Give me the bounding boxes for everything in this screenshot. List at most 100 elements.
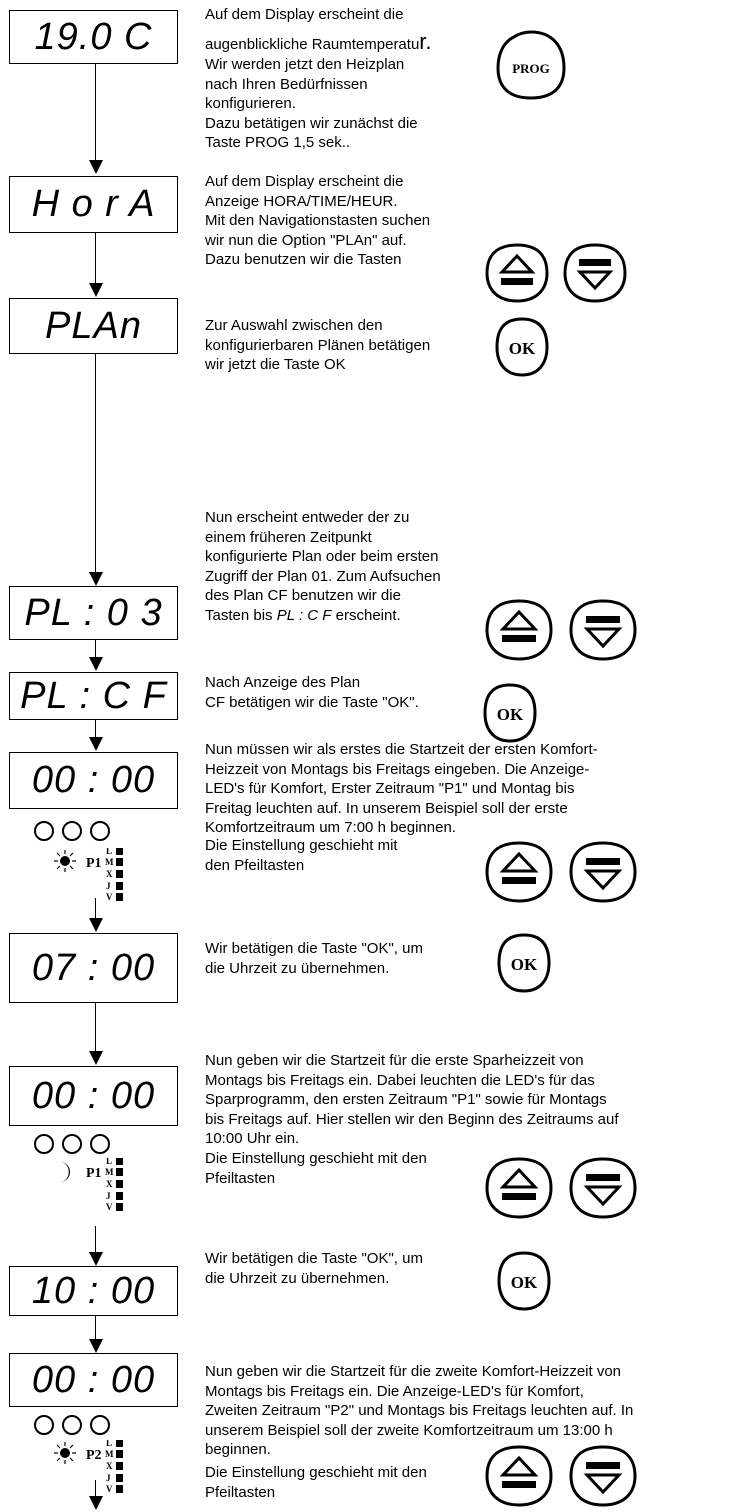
period-label: P1 xyxy=(86,1166,102,1181)
svg-text:X: X xyxy=(106,1179,113,1189)
svg-text:OK: OK xyxy=(511,955,538,974)
flow-arrow xyxy=(89,657,103,671)
flow-arrow xyxy=(89,1252,103,1266)
comfort-p1-indicator: P1 L M X J V xyxy=(54,848,123,902)
arrow-up-button[interactable] xyxy=(484,840,554,904)
svg-text:J: J xyxy=(106,881,111,891)
display-hora: H o r A xyxy=(9,176,178,233)
flow-line xyxy=(95,898,96,920)
flow-line xyxy=(95,720,96,737)
led-indicator xyxy=(34,1415,54,1435)
flow-arrow xyxy=(89,160,103,174)
flow-arrow xyxy=(89,283,103,297)
svg-text:J: J xyxy=(106,1191,111,1201)
svg-text:X: X xyxy=(106,1461,113,1471)
led-indicator xyxy=(90,1415,110,1435)
flow-line xyxy=(95,64,96,160)
led-indicator xyxy=(34,1134,54,1154)
svg-text:L: L xyxy=(106,1440,112,1448)
arrow-up-button[interactable] xyxy=(484,1444,554,1508)
arrow-up-button[interactable] xyxy=(484,242,550,304)
display-plan: PLAn xyxy=(9,298,178,354)
svg-text:V: V xyxy=(106,892,113,902)
flow-arrow xyxy=(89,918,103,932)
chevron-up-icon xyxy=(499,851,539,873)
ok-button[interactable]: OK xyxy=(482,682,538,744)
chevron-down-icon xyxy=(583,1473,623,1495)
flow-arrow xyxy=(89,1339,103,1353)
led-row xyxy=(34,1134,110,1154)
flow-line xyxy=(95,640,96,657)
arrow-down-button[interactable] xyxy=(568,1444,638,1508)
led-indicator xyxy=(62,821,82,841)
svg-text:V: V xyxy=(106,1484,113,1494)
flow-line xyxy=(95,233,96,283)
arrow-down-button[interactable] xyxy=(562,242,628,304)
display-plan-03: PL : 0 3 xyxy=(9,586,178,640)
led-row xyxy=(34,821,110,841)
display-time-0000-c: 00 : 00 xyxy=(9,1353,178,1407)
flow-arrow xyxy=(89,572,103,586)
arrow-up-button[interactable] xyxy=(484,598,554,662)
comfort-p2-indicator: P2 L M X J V xyxy=(54,1440,123,1494)
svg-text:OK: OK xyxy=(497,705,524,724)
arrow-down-button[interactable] xyxy=(568,840,638,904)
ok-button[interactable]: OK xyxy=(496,932,552,994)
svg-text:PROG: PROG xyxy=(512,61,550,76)
svg-text:OK: OK xyxy=(511,1273,538,1292)
step-text-9: Wir betätigen die Taste "OK", um die Uhr… xyxy=(205,1250,423,1287)
chevron-up-icon xyxy=(498,253,536,274)
chevron-up-icon xyxy=(499,1455,539,1477)
chevron-up-icon xyxy=(499,609,539,631)
step-text-1b: augenblickliche Raumtemperatur. xyxy=(205,29,432,54)
step-text-6: Nun müssen wir als erstes die Startzeit … xyxy=(205,741,598,836)
step-text-10b: Die Einstellung geschieht mit den Pfeilt… xyxy=(205,1464,427,1501)
svg-text:OK: OK xyxy=(509,339,536,358)
svg-text:L: L xyxy=(106,1158,112,1166)
prog-button[interactable]: PROG xyxy=(494,28,568,102)
chevron-down-icon xyxy=(583,1185,623,1207)
step-text-8b: Die Einstellung geschieht mit den Pfeilt… xyxy=(205,1150,427,1187)
step-text-1a: Auf dem Display erscheint die xyxy=(205,6,404,23)
flow-line xyxy=(95,1306,96,1339)
sun-icon xyxy=(54,1442,76,1464)
flow-line xyxy=(95,354,96,572)
moon-icon xyxy=(60,1162,70,1182)
display-plan-cf: PL : C F xyxy=(9,672,178,720)
arrow-down-button[interactable] xyxy=(568,1156,638,1220)
chevron-down-icon xyxy=(583,627,623,649)
led-indicator xyxy=(62,1134,82,1154)
eco-p1-indicator: P1 L M X J V xyxy=(60,1158,123,1212)
display-temperature: 19.0 C xyxy=(9,10,178,64)
step-text-8: Nun geben wir die Startzeit für die erst… xyxy=(205,1052,619,1147)
chevron-down-icon xyxy=(583,869,623,891)
display-time-0700: 07 : 00 xyxy=(9,933,178,1003)
step-text-5: Nach Anzeige des Plan CF betätigen wir d… xyxy=(205,674,419,711)
display-time-0000-b: 00 : 00 xyxy=(9,1066,178,1126)
step-text-1c: Wir werden jetzt den Heizplan nach Ihren… xyxy=(205,56,418,151)
svg-text:M: M xyxy=(105,1449,114,1459)
step-text-2: Auf dem Display erscheint die Anzeige HO… xyxy=(205,173,431,268)
display-time-1000: 10 : 00 xyxy=(9,1266,178,1316)
led-indicator xyxy=(34,821,54,841)
step-text-6b: Die Einstellung geschieht mit den Pfeilt… xyxy=(205,837,398,874)
svg-text:M: M xyxy=(105,857,114,867)
step-text-7: Wir betätigen die Taste "OK", um die Uhr… xyxy=(205,940,423,977)
step-text-3: Zur Auswahl zwischen den konfigurierbare… xyxy=(205,317,431,373)
svg-text:L: L xyxy=(106,848,112,856)
chevron-up-icon xyxy=(499,1167,539,1189)
led-indicator xyxy=(62,1415,82,1435)
arrow-up-button[interactable] xyxy=(484,1156,554,1220)
ok-button[interactable]: OK xyxy=(494,316,550,378)
ok-button[interactable]: OK xyxy=(496,1250,552,1312)
svg-text:M: M xyxy=(105,1167,114,1177)
led-indicator xyxy=(90,1134,110,1154)
flow-line xyxy=(95,1226,96,1252)
period-label: P1 xyxy=(86,856,102,871)
svg-text:X: X xyxy=(106,869,113,879)
svg-text:V: V xyxy=(106,1202,113,1212)
period-label: P2 xyxy=(86,1448,102,1463)
arrow-down-button[interactable] xyxy=(568,598,638,662)
flow-line xyxy=(95,1003,96,1051)
flow-arrow xyxy=(89,737,103,751)
